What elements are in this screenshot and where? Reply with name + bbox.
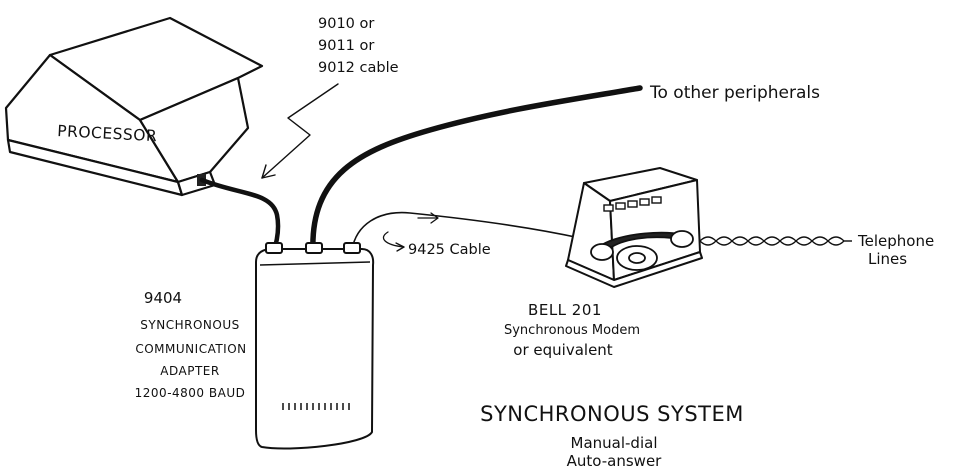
system-title: SYNCHRONOUS SYSTEM [480, 402, 744, 426]
svg-text:Synchronous Modem: Synchronous Modem [504, 323, 640, 338]
svg-text:ADAPTER: ADAPTER [160, 364, 219, 378]
svg-text:1200-4800 BAUD: 1200-4800 BAUD [135, 386, 246, 400]
adapter-label: 9404 SYNCHRONOUS COMMUNICATION ADAPTER 1… [135, 289, 247, 400]
system-subtitle-manual-dial: Manual-dial [571, 434, 658, 452]
svg-text:9404: 9404 [144, 289, 182, 307]
processor-unit [6, 18, 262, 195]
svg-text:SYNCHRONOUS: SYNCHRONOUS [140, 318, 239, 332]
peripherals-label: To other peripherals [649, 83, 820, 103]
svg-text:9011 or: 9011 or [318, 38, 374, 54]
telephone-line [700, 237, 852, 245]
modem-label: BELL 201 Synchronous Modem or equivalent [504, 301, 640, 359]
svg-text:COMMUNICATION: COMMUNICATION [135, 342, 246, 356]
telephone-lines-label: Telephone Lines [857, 232, 934, 268]
svg-text:9010 or: 9010 or [318, 16, 374, 32]
adapter-box [256, 243, 373, 449]
system-subtitle-auto-answer: Auto-answer [567, 452, 663, 470]
svg-text:Lines: Lines [868, 250, 907, 268]
svg-text:9012 cable: 9012 cable [318, 60, 399, 76]
svg-text:BELL 201: BELL 201 [528, 301, 602, 319]
svg-text:or equivalent: or equivalent [513, 341, 613, 359]
cable-callout-label: 9010 or 9011 or 9012 cable [318, 16, 399, 76]
cable-9425-label: 9425 Cable [408, 242, 491, 258]
callout-arrow [262, 84, 338, 178]
svg-text:Telephone: Telephone [857, 232, 934, 250]
